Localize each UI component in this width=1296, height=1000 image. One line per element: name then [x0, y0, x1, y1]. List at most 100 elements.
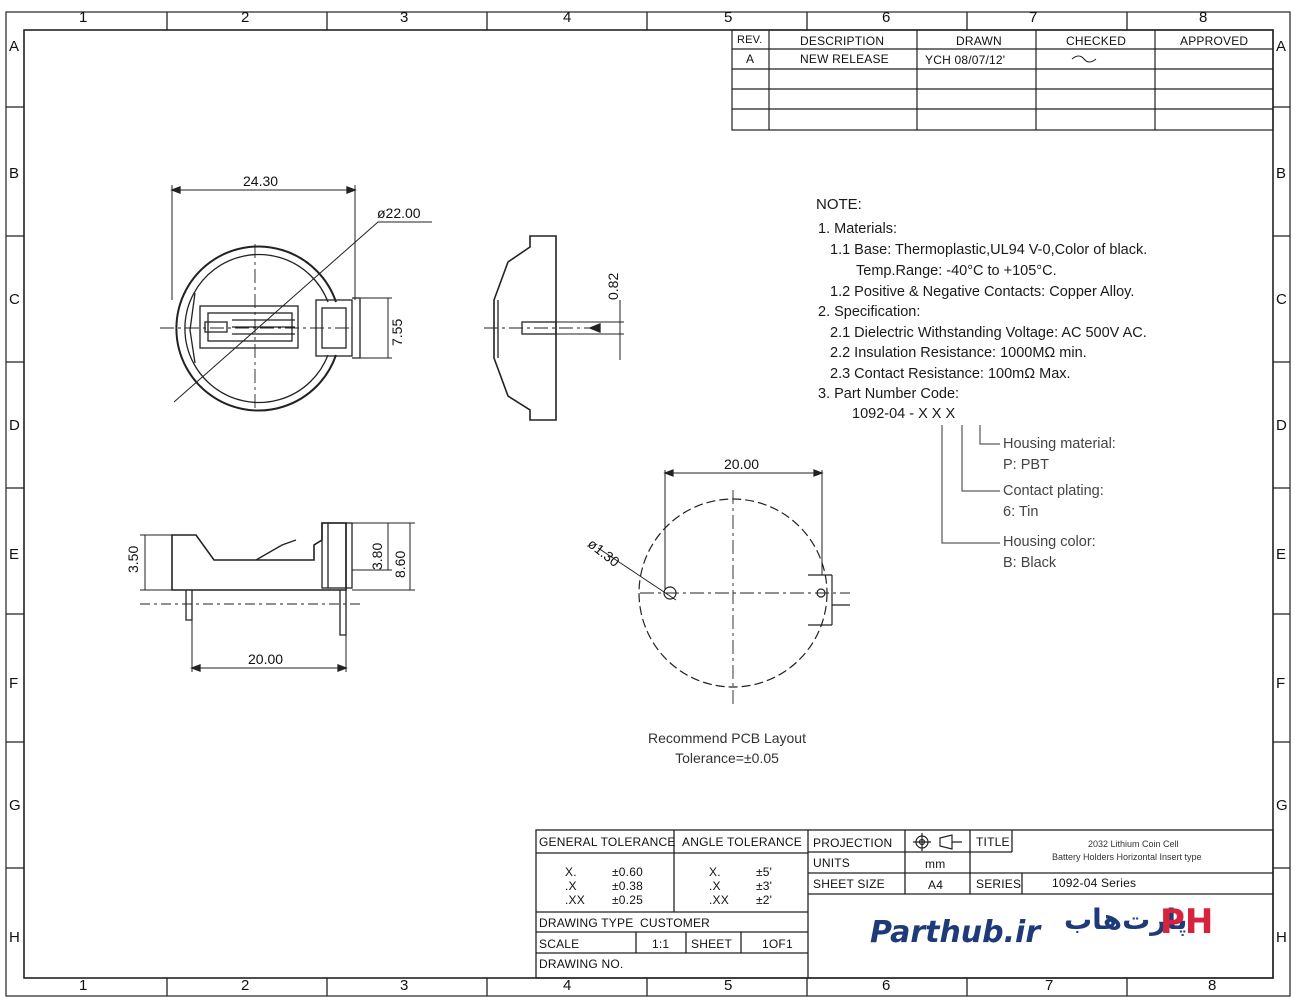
rev-header-description: DESCRIPTION: [800, 34, 885, 48]
series-label: SERIES: [976, 877, 1022, 891]
grid-row-e-right: E: [1276, 546, 1287, 563]
front-view: [140, 522, 415, 672]
ang-tol-v-3: ±2': [756, 893, 773, 907]
notes-title: NOTE:: [816, 196, 862, 213]
projection-symbol: [913, 833, 962, 851]
grid-col-8-bottom: 8: [1208, 977, 1217, 994]
pcb-caption-line1: Recommend PCB Layout: [648, 730, 806, 746]
grid-col-1-top: 1: [79, 9, 88, 26]
watermark-latin: Parthub.ir: [870, 915, 1041, 950]
dim-top-height: 7.55: [389, 318, 405, 346]
grid-col-4-bottom: 4: [563, 977, 572, 994]
note-line-7: 2.2 Insulation Resistance: 1000MΩ min.: [830, 345, 1087, 361]
ang-tol-v-2: ±3': [756, 879, 773, 893]
grid-col-5-bottom: 5: [724, 977, 733, 994]
grid-row-a-left: A: [9, 38, 20, 55]
grid-row-b-right: B: [1276, 165, 1287, 182]
ang-tol-v-1: ±5': [756, 865, 773, 879]
rev-row-rev: A: [746, 52, 755, 66]
rev-header-approved: APPROVED: [1180, 34, 1249, 48]
note-line-1: 1. Materials:: [818, 221, 897, 237]
watermark-ph: PH: [1160, 902, 1214, 942]
gen-tol-k-1: X.: [565, 865, 577, 879]
grid-col-2-top: 2: [241, 9, 250, 26]
grid-row-d-right: D: [1276, 417, 1287, 434]
projection-label: PROJECTION: [813, 836, 893, 850]
grid-col-6-bottom: 6: [882, 977, 891, 994]
rev-header-drawn: DRAWN: [956, 34, 1002, 48]
ang-tol-k-2: .X: [709, 879, 721, 893]
code-legend-2-label: Contact plating:: [1003, 483, 1104, 499]
side-view: [484, 235, 624, 421]
dim-front-left-height: 3.50: [125, 545, 141, 573]
sheet-size-label: SHEET SIZE: [813, 877, 885, 891]
grid-col-2-bottom: 2: [241, 977, 250, 994]
code-legend-3-label: Housing color:: [1003, 534, 1096, 550]
dim-front-right-inner: 3.80: [369, 542, 385, 570]
gen-tol-v-3: ±0.25: [612, 893, 643, 907]
title-line-1: 2032 Lithium Coin Cell: [1088, 839, 1179, 849]
grid-row-a-right: A: [1276, 38, 1287, 55]
code-legend-1-value: P: PBT: [1003, 457, 1049, 473]
rev-header-rev: REV.: [737, 34, 763, 46]
revision-table-grid: [731, 29, 1274, 131]
units-value: mm: [925, 857, 946, 871]
grid-row-c-right: C: [1276, 291, 1287, 308]
pcb-caption-line2: Tolerance=±0.05: [675, 750, 779, 766]
scale-value: 1:1: [652, 937, 670, 951]
code-legend-1-label: Housing material:: [1003, 436, 1116, 452]
title-block-grid: [535, 829, 1274, 979]
note-line-2: 1.1 Base: Thermoplastic,UL94 V-0,Color o…: [830, 242, 1148, 258]
top-view: [160, 185, 432, 412]
gen-tol-k-3: .XX: [565, 893, 585, 907]
series-value: 1092-04 Series: [1052, 876, 1137, 890]
grid-col-1-bottom: 1: [79, 977, 88, 994]
grid-col-5-top: 5: [724, 9, 733, 26]
sheet-value: 1OF1: [762, 937, 793, 951]
units-label: UNITS: [813, 856, 850, 870]
sheet-size-value: A4: [928, 878, 944, 892]
grid-row-h-left: H: [9, 929, 20, 946]
grid-row-e-left: E: [9, 546, 20, 563]
scale-label: SCALE: [539, 937, 580, 951]
grid-row-g-right: G: [1276, 797, 1288, 814]
drawing-type-value: CUSTOMER: [640, 916, 711, 930]
rev-row-description: NEW RELEASE: [800, 52, 889, 66]
part-code-leaders: [941, 425, 1000, 544]
dim-top-width: 24.30: [243, 173, 279, 189]
grid-col-3-bottom: 3: [400, 977, 409, 994]
note-line-8: 2.3 Contact Resistance: 100mΩ Max.: [830, 366, 1071, 382]
grid-col-4-top: 4: [563, 9, 572, 26]
sheet-label: SHEET: [691, 937, 733, 951]
general-tolerance-label: GENERAL TOLERANCE: [539, 835, 676, 849]
dim-front-right-outer: 8.60: [392, 550, 408, 578]
grid-row-f-left: F: [9, 675, 19, 692]
title-label: TITLE: [976, 835, 1010, 849]
title-line-2: Battery Holders Horizontal Insert type: [1052, 852, 1202, 862]
dim-side-thickness: 0.82: [605, 272, 621, 300]
grid-row-c-left: C: [9, 291, 20, 308]
code-legend-2-value: 6: Tin: [1003, 504, 1039, 520]
grid-row-b-left: B: [9, 165, 20, 182]
ang-tol-k-3: .XX: [709, 893, 729, 907]
gen-tol-v-1: ±0.60: [612, 865, 643, 879]
note-line-5: 2. Specification:: [818, 304, 921, 320]
drawing-type-label: DRAWING TYPE: [539, 916, 634, 930]
grid-col-8-top: 8: [1199, 9, 1208, 26]
pcb-layout: [597, 469, 850, 705]
angle-tolerance-label: ANGLE TOLERANCE: [682, 835, 802, 849]
gen-tol-k-2: .X: [565, 879, 577, 893]
grid-col-7-bottom: 7: [1045, 977, 1054, 994]
note-line-6: 2.1 Dielectric Withstanding Voltage: AC …: [830, 325, 1147, 341]
dim-front-width: 20.00: [248, 651, 284, 667]
drawing-no-label: DRAWING NO.: [539, 957, 624, 971]
gen-tol-v-2: ±0.38: [612, 879, 643, 893]
note-line-3: Temp.Range: -40°C to +105°C.: [856, 263, 1057, 279]
grid-row-f-right: F: [1276, 675, 1286, 692]
rev-row-drawn: YCH 08/07/12': [925, 53, 1006, 67]
grid-row-d-left: D: [9, 417, 20, 434]
rev-header-checked: CHECKED: [1066, 34, 1127, 48]
grid-col-6-top: 6: [882, 9, 891, 26]
grid-row-h-right: H: [1276, 929, 1287, 946]
grid-col-7-top: 7: [1029, 9, 1038, 26]
